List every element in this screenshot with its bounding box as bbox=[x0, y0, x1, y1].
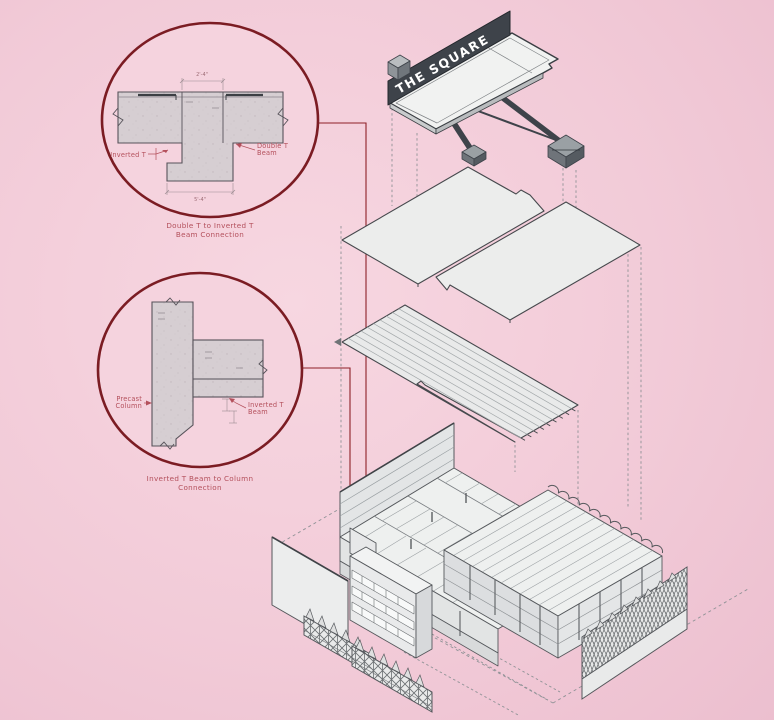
callout-top: 2'-4" 5'-4" Inverted T Double T Beam Dou… bbox=[100, 21, 320, 239]
projection-arrowhead bbox=[334, 338, 341, 346]
label-precast-line2: Column bbox=[116, 402, 142, 410]
dims-small bbox=[222, 398, 237, 424]
precast-column-section bbox=[151, 301, 194, 447]
sign-end-box bbox=[387, 54, 411, 81]
label-double-t-line1: Double T bbox=[257, 142, 289, 150]
woven-teeth bbox=[583, 572, 677, 639]
label-inverted-line1: Inverted T bbox=[248, 401, 285, 409]
dim-top-lines bbox=[179, 78, 226, 90]
callout-top-caption-line2: Beam Connection bbox=[176, 230, 244, 239]
lattice-teeth bbox=[305, 608, 425, 688]
dim-bottom-lines bbox=[164, 183, 236, 195]
red-leader-lines bbox=[302, 122, 367, 540]
canopy-sign-layer: THE SQUARE bbox=[387, 10, 585, 169]
break-marks-column bbox=[159, 297, 268, 450]
callout-top-caption-line1: Double T to Inverted T bbox=[166, 221, 254, 230]
label-inverted-t: Inverted T bbox=[110, 151, 147, 159]
roof-slab-back bbox=[341, 166, 545, 285]
lattice-screen-left bbox=[303, 608, 433, 713]
callout-bottom-caption-line2: Connection bbox=[178, 483, 222, 492]
double-t-stem-ticks bbox=[520, 408, 576, 441]
double-t-deck-layer bbox=[341, 304, 579, 443]
window-block bbox=[349, 546, 433, 659]
dim-top-text: 2'-4" bbox=[196, 72, 208, 78]
scalloped-parapet-edge bbox=[547, 484, 664, 554]
label-double-t-line2: Beam bbox=[257, 149, 277, 157]
callout-bottom: Precast Column Inverted T Beam Inverted … bbox=[96, 271, 304, 492]
label-precast-line1: Precast bbox=[116, 395, 142, 403]
strut-pad-large bbox=[547, 134, 585, 169]
inverted-t-beam-section bbox=[192, 339, 264, 398]
double-t-connection-section bbox=[117, 91, 284, 182]
roof-slab-front bbox=[435, 201, 641, 321]
roof-slab-layer bbox=[341, 166, 641, 323]
facade-panel-left bbox=[271, 527, 433, 659]
strut-pad-small bbox=[461, 144, 487, 167]
woven-screen-right bbox=[581, 566, 688, 700]
label-inverted-line2: Beam bbox=[248, 408, 268, 416]
sign-band bbox=[387, 10, 511, 106]
break-marks bbox=[112, 107, 289, 127]
callout-bottom-caption-line1: Inverted T Beam to Column bbox=[147, 474, 254, 483]
dim-bottom-text: 5'-4" bbox=[194, 197, 206, 203]
right-wing-parking-deck bbox=[443, 484, 664, 659]
